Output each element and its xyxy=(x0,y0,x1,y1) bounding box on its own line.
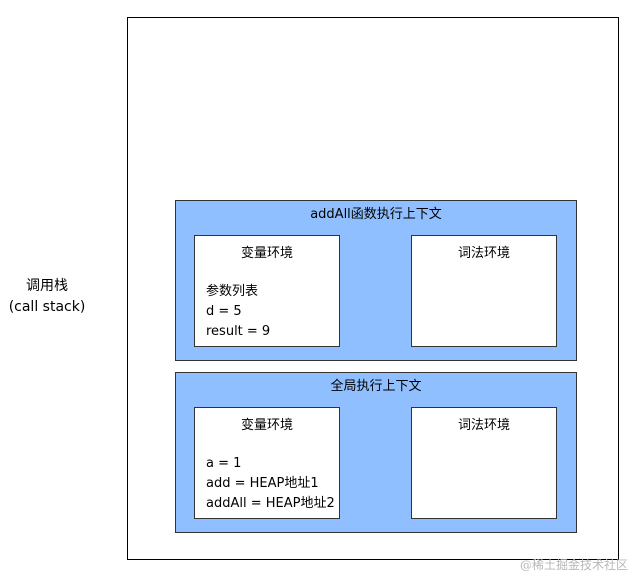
addall-variable-environment: 变量环境 参数列表 d = 5 result = 9 xyxy=(194,235,340,347)
addall-context-title: addAll函数执行上下文 xyxy=(310,207,442,222)
global-lexical-environment: 词法环境 xyxy=(411,407,557,519)
variable-entry: addAll = HEAP地址2 xyxy=(206,496,335,511)
watermark: @稀土掘金技术社区 xyxy=(519,558,628,572)
variable-entry: d = 5 xyxy=(206,304,242,319)
variable-entry: a = 1 xyxy=(206,456,242,471)
addall-execution-context: addAll函数执行上下文 变量环境 参数列表 d = 5 result = 9… xyxy=(175,200,577,361)
variable-entry: add = HEAP地址1 xyxy=(206,476,319,491)
variable-entry: result = 9 xyxy=(206,324,271,339)
addall-variable-env-title: 变量环境 xyxy=(240,246,293,261)
variable-entry: 参数列表 xyxy=(206,284,259,299)
call-stack-label: 调用栈 (call stack) xyxy=(0,276,94,318)
global-variable-environment: 变量环境 a = 1 add = HEAP地址1 addAll = HEAP地址… xyxy=(194,407,340,519)
addall-lexical-environment: 词法环境 xyxy=(411,235,557,347)
global-lexical-env-title: 词法环境 xyxy=(457,418,510,433)
global-execution-context: 全局执行上下文 变量环境 a = 1 add = HEAP地址1 addAll … xyxy=(175,372,577,533)
addall-variable-env-entries: 参数列表 d = 5 result = 9 xyxy=(206,282,270,342)
call-stack-label-en: (call stack) xyxy=(8,299,86,315)
call-stack-label-cn: 调用栈 xyxy=(26,278,68,294)
global-variable-env-entries: a = 1 add = HEAP地址1 addAll = HEAP地址2 xyxy=(206,454,335,514)
global-variable-env-title: 变量环境 xyxy=(240,418,293,433)
addall-lexical-env-title: 词法环境 xyxy=(457,246,510,261)
global-context-title: 全局执行上下文 xyxy=(330,379,422,394)
